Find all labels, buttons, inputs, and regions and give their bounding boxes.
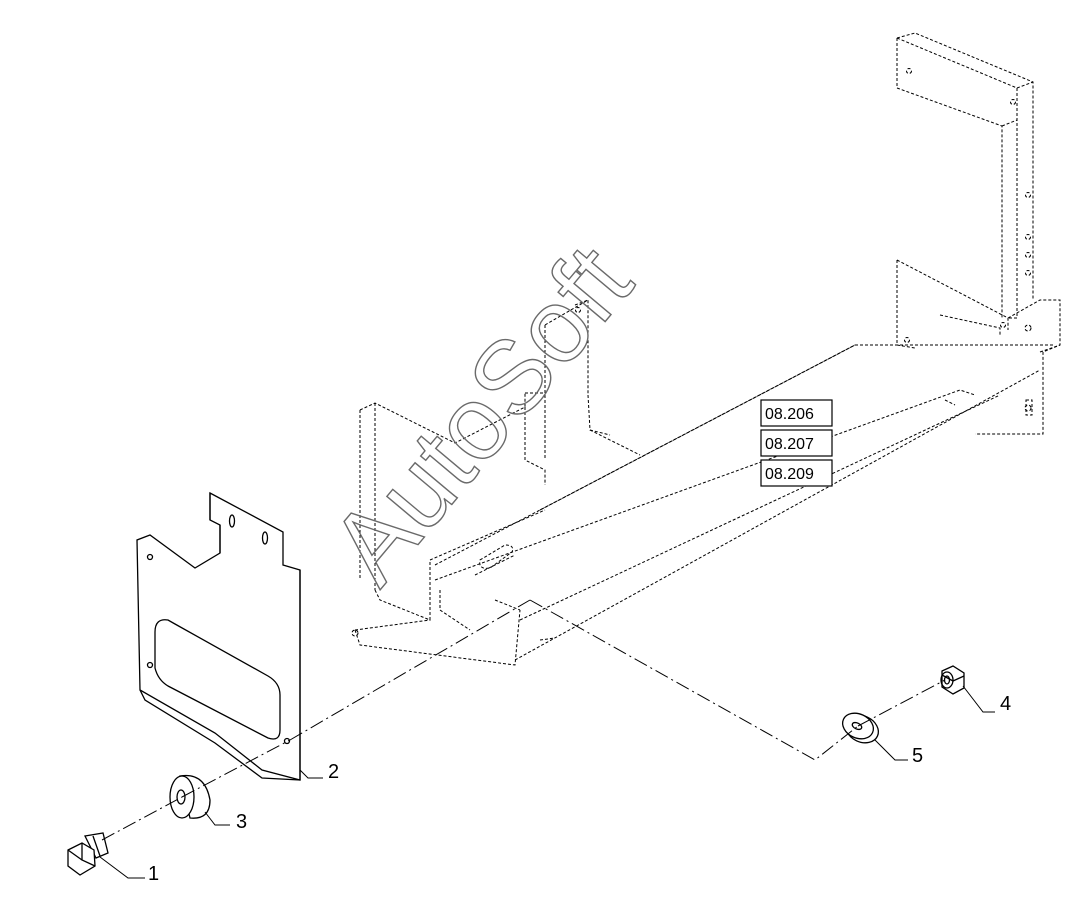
washer-left (169, 774, 211, 819)
reference-box-2 (760, 429, 833, 457)
callout-4: 4 (1000, 693, 1011, 715)
reference-boxes: 08.206 08.207 08.209 (760, 399, 833, 487)
callout-5: 5 (912, 745, 923, 767)
reference-text-1[interactable]: 08.206 (765, 406, 814, 423)
ghost-frame-assembly (351, 32, 1061, 666)
callout-1: 1 (148, 863, 159, 885)
assembly-axes (101, 599, 946, 841)
reference-text-3[interactable]: 08.209 (765, 466, 814, 483)
nut (940, 665, 965, 695)
reference-box-1 (760, 399, 833, 427)
reference-text-2[interactable]: 08.207 (765, 436, 814, 453)
leader-lines (99, 685, 995, 879)
callout-3: 3 (236, 811, 247, 833)
washer-right (841, 712, 880, 744)
reference-box-3 (760, 459, 833, 487)
mudguard-plate (136, 491, 301, 781)
bolt (67, 832, 109, 876)
watermark: AutoSoft (309, 225, 654, 605)
callout-2: 2 (328, 761, 339, 783)
